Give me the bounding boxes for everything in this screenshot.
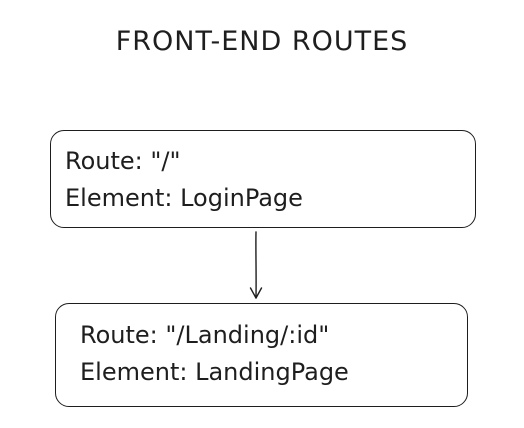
route-node-landing[interactable]: Route: "/Landing/:id" Element: LandingPa… bbox=[55, 303, 468, 407]
element-label: Element: LandingPage bbox=[80, 358, 349, 386]
route-label: Route: "/" bbox=[65, 147, 181, 175]
route-node-login[interactable]: Route: "/" Element: LoginPage bbox=[50, 130, 476, 228]
arrow-head-icon bbox=[249, 287, 263, 299]
route-label: Route: "/Landing/:id" bbox=[80, 321, 330, 349]
element-label: Element: LoginPage bbox=[65, 184, 303, 212]
diagram-title: FRONT-END ROUTES bbox=[115, 26, 409, 57]
